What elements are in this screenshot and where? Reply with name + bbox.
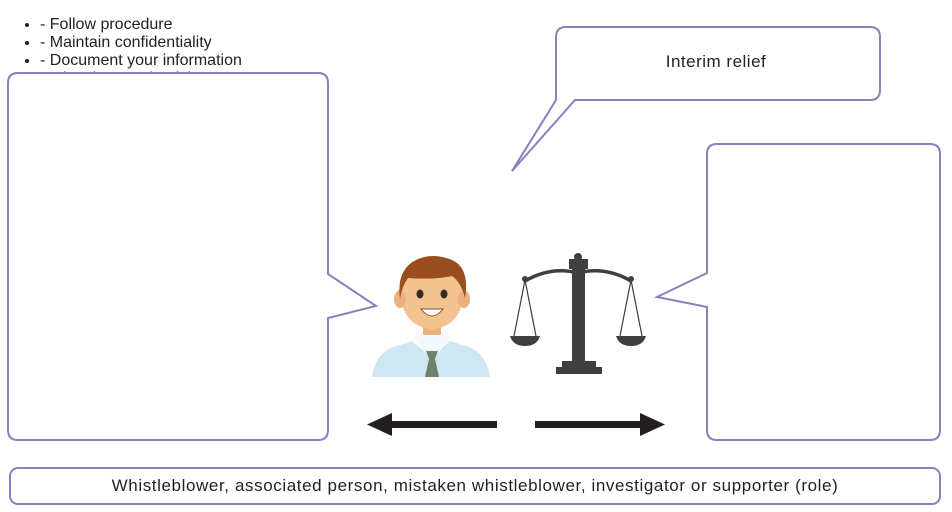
role-caption-box: Whistleblower, associated person, mistak… [9,467,941,505]
diagram-canvas [7,26,941,441]
list-item: - Follow procedure [40,16,952,34]
interim-relief-bubble [511,26,881,172]
left-callout-bubble [7,72,379,441]
scales-of-justice-icon [510,253,646,374]
interim-relief-label: Interim relief [665,52,767,71]
arrow-right-icon [535,413,665,436]
list-item: - Document your information [40,52,952,70]
right-callout-bubble [653,143,941,441]
arrow-left-icon [367,413,497,436]
list-item: - Maintain confidentiality [40,34,952,52]
person-icon [372,256,490,377]
